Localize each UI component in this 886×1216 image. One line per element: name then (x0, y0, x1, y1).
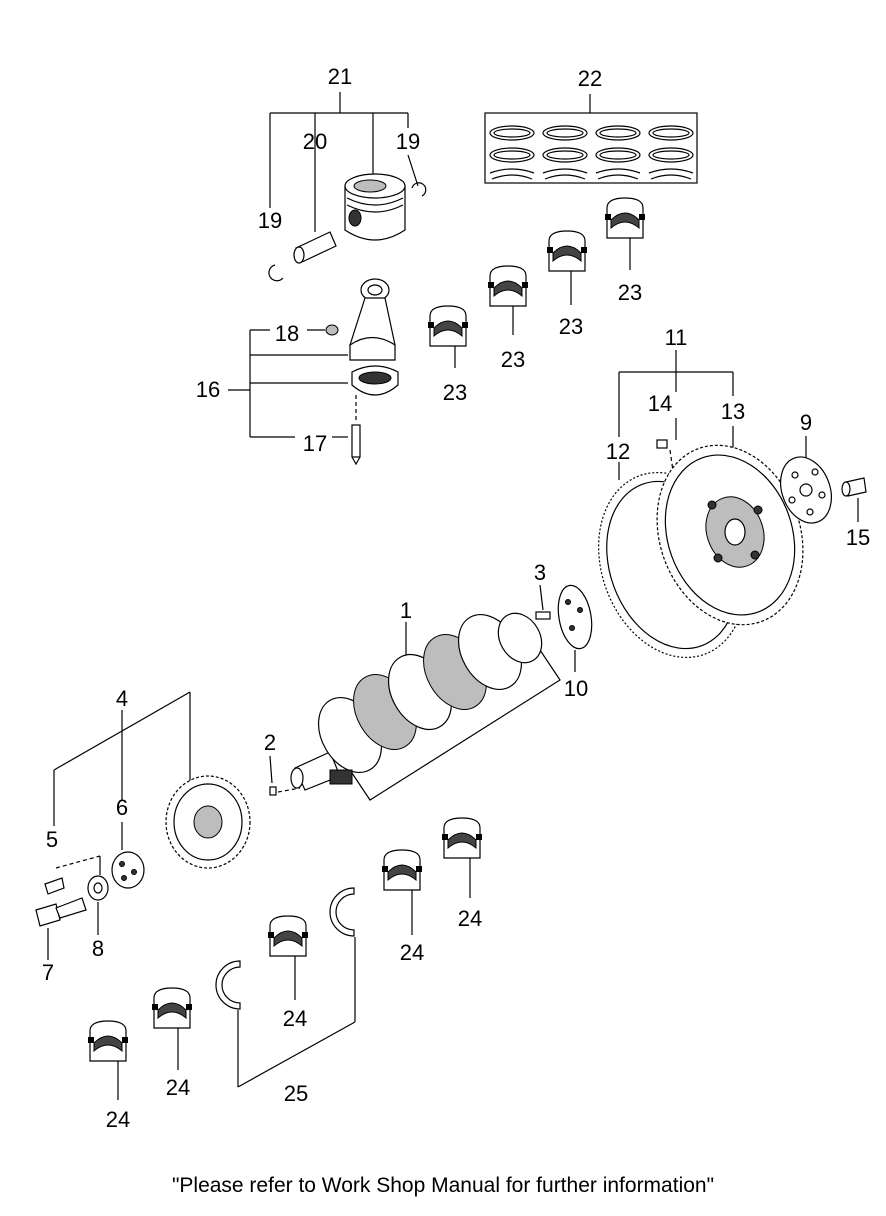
callout-23-c: 23 (559, 314, 583, 339)
callout-4: 4 (116, 686, 128, 711)
callout-10: 10 (564, 676, 588, 701)
callout-22: 22 (578, 66, 602, 91)
thrust-bearings (215, 887, 356, 1088)
callout-14: 14 (648, 391, 672, 416)
callout-18: 18 (275, 321, 299, 346)
callout-24-e: 24 (458, 906, 482, 931)
callout-21: 21 (328, 64, 352, 89)
callout-6: 6 (116, 795, 128, 820)
main-bearings (87, 817, 483, 1100)
callout-17: 17 (303, 431, 327, 456)
callout-23-d: 23 (618, 280, 642, 305)
callout-25: 25 (284, 1081, 308, 1106)
callout-3: 3 (534, 560, 546, 585)
callout-23-b: 23 (501, 347, 525, 372)
callout-24-a: 24 (106, 1107, 130, 1132)
crankshaft (269, 584, 593, 801)
connecting-rod (228, 278, 399, 466)
conrod-bearings (427, 197, 646, 368)
damper-pulley-assembly (35, 691, 251, 960)
callout-16: 16 (196, 377, 220, 402)
piston-assembly (268, 92, 427, 282)
callout-12: 12 (606, 439, 630, 464)
callout-19-left: 19 (258, 208, 282, 233)
callout-15: 15 (846, 525, 870, 550)
callout-9: 9 (800, 410, 812, 435)
callout-24-d: 24 (400, 940, 424, 965)
callout-24-b: 24 (166, 1075, 190, 1100)
callout-7: 7 (42, 960, 54, 985)
footer-note: "Please refer to Work Shop Manual for fu… (171, 1174, 715, 1197)
flywheel-assembly (598, 350, 804, 659)
callout-5: 5 (46, 827, 58, 852)
flywheel-plate-and-bolt (780, 436, 867, 524)
callout-24-c: 24 (283, 1006, 307, 1031)
callout-19-right: 19 (396, 129, 420, 154)
callout-1: 1 (400, 598, 412, 623)
callout-20: 20 (303, 129, 327, 154)
callout-11: 11 (665, 325, 688, 350)
piston-ring-set (484, 94, 698, 184)
callout-23-a: 23 (443, 380, 467, 405)
callout-8: 8 (92, 936, 104, 961)
callout-13: 13 (721, 399, 745, 424)
callout-2: 2 (264, 730, 276, 755)
